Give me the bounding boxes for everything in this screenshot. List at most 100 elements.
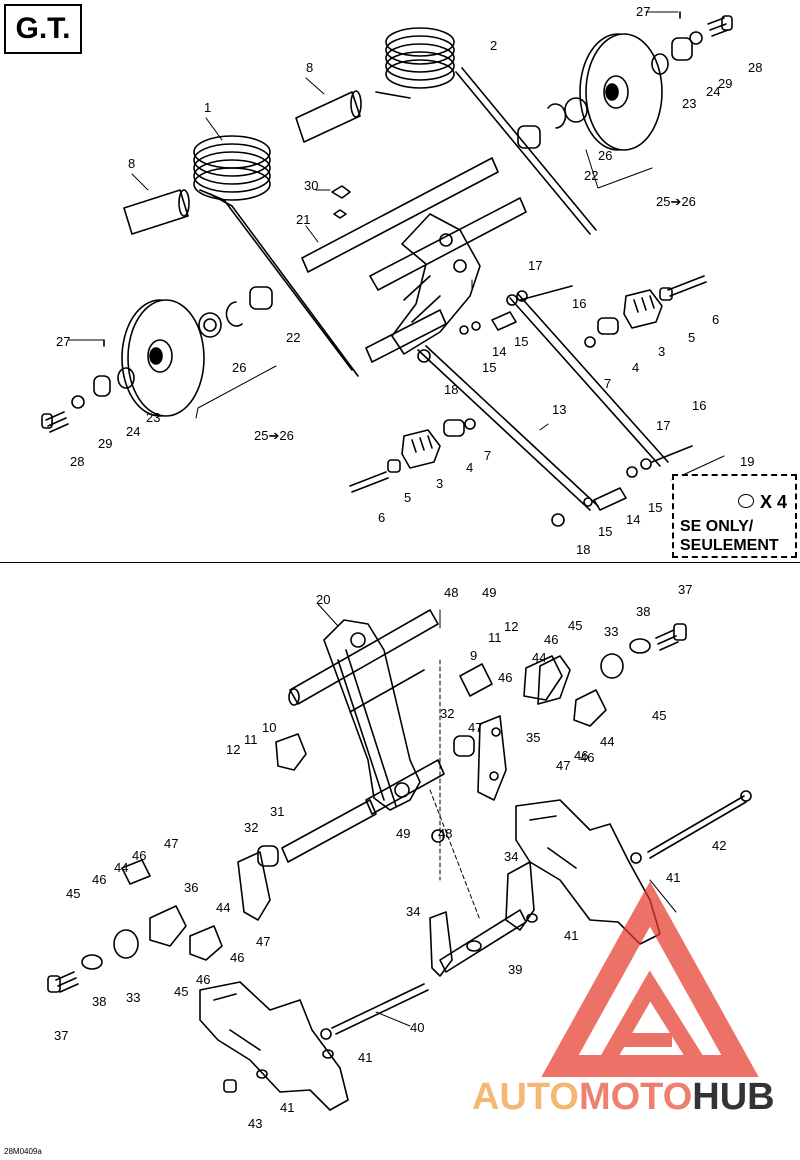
callout-20: 20 bbox=[316, 592, 330, 607]
callout-38: 38 bbox=[636, 604, 650, 619]
se-only-box: X 4 SE ONLY/ SEULEMENT bbox=[672, 474, 797, 558]
callout-32: 32 bbox=[440, 706, 454, 721]
callout-22: 22 bbox=[584, 168, 598, 183]
callout-23: 23 bbox=[146, 410, 160, 425]
callout-15: 15 bbox=[514, 334, 528, 349]
callout-22: 22 bbox=[286, 330, 300, 345]
leader-lines-bottom-solid bbox=[317, 603, 677, 1027]
callout-17: 17 bbox=[528, 258, 542, 273]
leader-lines-bottom bbox=[429, 659, 481, 921]
callout-30: 30 bbox=[304, 178, 318, 193]
se-note-line2: SEULEMENT bbox=[680, 537, 779, 554]
callout-12: 12 bbox=[504, 619, 518, 634]
callout-4: 4 bbox=[466, 460, 473, 475]
callout-44: 44 bbox=[114, 860, 128, 875]
callout-3: 3 bbox=[658, 344, 665, 359]
callout-46: 46 bbox=[196, 972, 210, 987]
torsion-spring-right bbox=[375, 27, 597, 235]
upper-shafts bbox=[301, 157, 527, 363]
callout-11: 11 bbox=[488, 630, 502, 645]
long-bolts bbox=[223, 790, 752, 1093]
watermark-logo bbox=[541, 881, 759, 1077]
callout-19: 19 bbox=[740, 454, 754, 469]
se-note-line1: SE ONLY/ bbox=[680, 518, 754, 535]
callout-5: 5 bbox=[688, 330, 695, 345]
small-bolt-30 bbox=[331, 185, 351, 219]
callout-47: 47 bbox=[256, 934, 270, 949]
callout-25-26: 25➔26 bbox=[656, 194, 696, 209]
callout-2: 2 bbox=[490, 38, 497, 53]
callout-18: 18 bbox=[576, 542, 590, 557]
callout-45: 45 bbox=[66, 886, 80, 901]
callout-15: 15 bbox=[648, 500, 662, 515]
model-label: G.T. bbox=[4, 4, 82, 54]
callout-24: 24 bbox=[126, 424, 140, 439]
callout-45: 45 bbox=[652, 708, 666, 723]
wheel-hardware-left bbox=[41, 286, 273, 433]
callout-8: 8 bbox=[128, 156, 135, 171]
callout-46: 46 bbox=[230, 950, 244, 965]
callout-41: 41 bbox=[564, 928, 578, 943]
stopper-assembly-upper bbox=[584, 275, 707, 348]
left-mount-assembly bbox=[47, 733, 307, 993]
callout-49: 49 bbox=[396, 826, 410, 841]
callout-16: 16 bbox=[692, 398, 706, 413]
callout-37: 37 bbox=[54, 1028, 68, 1043]
callout-33: 33 bbox=[604, 624, 618, 639]
callout-8: 8 bbox=[306, 60, 313, 75]
callout-18: 18 bbox=[444, 382, 458, 397]
spring-sleeve-right bbox=[295, 90, 362, 143]
callout-41: 41 bbox=[358, 1050, 372, 1065]
rear-arm-bracket bbox=[391, 213, 481, 355]
callout-29: 29 bbox=[718, 76, 732, 91]
callout-28: 28 bbox=[748, 60, 762, 75]
front-arm bbox=[288, 609, 445, 815]
callout-41: 41 bbox=[666, 870, 680, 885]
callout-48: 48 bbox=[438, 826, 452, 841]
callout-47: 47 bbox=[556, 758, 570, 773]
callout-35: 35 bbox=[526, 730, 540, 745]
idler-wheel-left bbox=[121, 299, 205, 417]
callout-44: 44 bbox=[216, 900, 230, 915]
section-divider bbox=[0, 562, 800, 563]
callout-47: 47 bbox=[164, 836, 178, 851]
stopper-assembly-lower bbox=[349, 418, 476, 493]
callout-27: 27 bbox=[56, 334, 70, 349]
callout-36: 36 bbox=[184, 880, 198, 895]
callout-46: 46 bbox=[544, 632, 558, 647]
callout-24: 24 bbox=[706, 84, 720, 99]
callout-7: 7 bbox=[484, 448, 491, 463]
spring-sleeve-left bbox=[123, 189, 190, 235]
callout-7: 7 bbox=[604, 376, 611, 391]
callout-46: 46 bbox=[132, 848, 146, 863]
callout-26: 26 bbox=[598, 148, 612, 163]
callout-46: 46 bbox=[574, 748, 588, 763]
callout-44: 44 bbox=[532, 650, 546, 665]
callout-6: 6 bbox=[712, 312, 719, 327]
callout-15: 15 bbox=[482, 360, 496, 375]
rail-left bbox=[199, 981, 349, 1111]
callout-38: 38 bbox=[92, 994, 106, 1009]
callout-46: 46 bbox=[498, 670, 512, 685]
callout-46: 46 bbox=[580, 750, 594, 765]
callout-16: 16 bbox=[572, 296, 586, 311]
lower-shaft bbox=[257, 735, 475, 867]
leader-lines-top bbox=[67, 11, 725, 481]
callout-6: 6 bbox=[378, 510, 385, 525]
callout-25-26: 25➔26 bbox=[254, 428, 294, 443]
callout-45: 45 bbox=[174, 984, 188, 999]
callout-14: 14 bbox=[492, 344, 506, 359]
watermark-text: AUTOMOTOHUB bbox=[472, 1076, 775, 1119]
watermark-hub: HUB bbox=[692, 1076, 775, 1118]
callout-3: 3 bbox=[436, 476, 443, 491]
callout-39: 39 bbox=[508, 962, 522, 977]
callout-42: 42 bbox=[712, 838, 726, 853]
watermark-auto: AUTO bbox=[472, 1076, 579, 1118]
callout-47: 47 bbox=[468, 720, 482, 735]
callout-1: 1 bbox=[204, 100, 211, 115]
callout-14: 14 bbox=[626, 512, 640, 527]
center-pivot-bracket bbox=[429, 829, 535, 977]
